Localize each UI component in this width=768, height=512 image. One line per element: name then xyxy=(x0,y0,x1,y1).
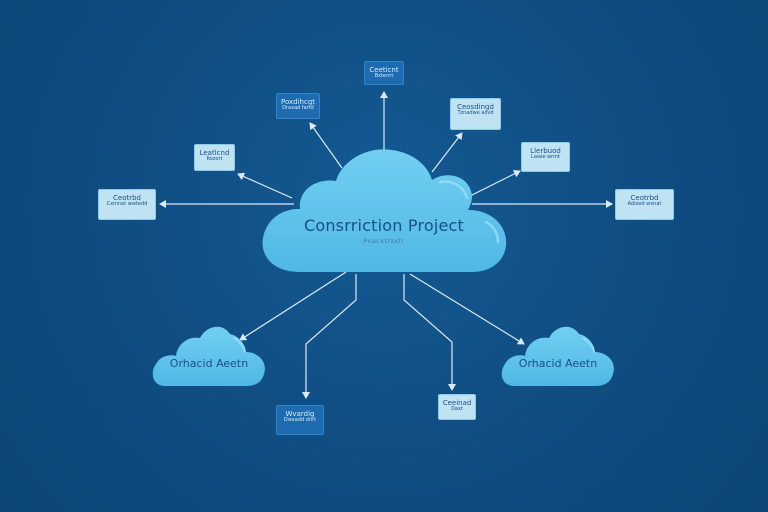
node-bottom-left-subtitle: Dwxadd dnrt xyxy=(283,417,317,424)
node-upper-left-title: Poxdihcgt xyxy=(280,98,316,106)
arrow-to-node-upper-left xyxy=(309,122,343,169)
node-mid-left[interactable]: Leatlcnd Rozort xyxy=(194,144,235,171)
main-cloud-shape xyxy=(262,149,507,272)
node-top[interactable]: Ceeticnt Bxtenrt xyxy=(364,61,404,85)
node-bottom-left[interactable]: Wvardig Dwxadd dnrt xyxy=(276,405,324,435)
node-far-left-subtitle: Cxmnat wwtedd xyxy=(106,201,148,208)
arrow-to-cloud-right xyxy=(409,273,525,345)
node-far-left[interactable]: Ceotrbd Cxmnat wwtedd xyxy=(98,189,156,220)
node-top-title: Ceeticnt xyxy=(369,66,399,74)
node-far-right-subtitle: Adixed wxnat xyxy=(627,201,662,208)
node-upper-right-subtitle: Tznadwe aovd xyxy=(457,110,494,117)
side-cloud-left-shape xyxy=(152,326,265,386)
node-far-right-title: Ceotrbd xyxy=(630,194,659,202)
node-far-left-title: Ceotrbd xyxy=(113,194,141,202)
node-upper-left-subtitle: Draxad farrd xyxy=(282,105,314,112)
node-upper-right[interactable]: Ceosdingd Tznadwe aovd xyxy=(450,98,501,130)
arrow-to-node-upper-right xyxy=(431,132,463,173)
arrow-to-node-mid-right xyxy=(469,170,521,197)
node-mid-right-subtitle: Lwaie wrmt xyxy=(531,154,560,161)
node-mid-right[interactable]: Llerbuod Lwaie wrmt xyxy=(521,142,570,172)
node-mid-right-title: Llerbuod xyxy=(530,147,561,155)
side-cloud-right-shape xyxy=(501,326,614,386)
node-bottom-right[interactable]: Ceeinad Daxt xyxy=(438,394,476,420)
arrow-to-node-bottom-left xyxy=(302,274,357,399)
arrow-to-node-mid-left xyxy=(237,172,293,199)
node-mid-left-subtitle: Rozort xyxy=(206,156,223,163)
side-cloud-left-title: Orhacid Aeetn xyxy=(169,357,249,370)
node-bottom-left-title: Wvardig xyxy=(285,410,315,418)
side-cloud-right-title: Orhacid Aeetn xyxy=(518,357,598,370)
node-bottom-right-subtitle: Daxt xyxy=(451,406,463,413)
arrow-to-node-bottom-right xyxy=(403,274,456,391)
node-mid-left-title: Leatlcnd xyxy=(199,149,230,157)
arrow-to-cloud-left xyxy=(239,271,347,341)
node-top-subtitle: Bxtenrt xyxy=(374,73,394,80)
main-cloud-subtitle: Pnacxtrzxtr xyxy=(363,238,405,245)
node-far-right[interactable]: Ceotrbd Adixed wxnat xyxy=(615,189,674,220)
node-bottom-right-title: Ceeinad xyxy=(442,399,472,407)
node-upper-left[interactable]: Poxdihcgt Draxad farrd xyxy=(276,93,320,119)
node-upper-right-title: Ceosdingd xyxy=(457,103,494,111)
main-cloud-title: Consrriction Project xyxy=(303,216,465,235)
